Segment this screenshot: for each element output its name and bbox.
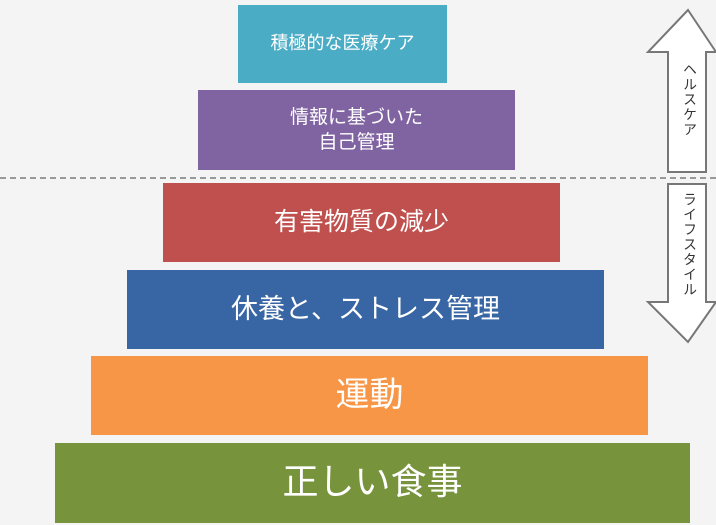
layer-rest-stress: 休養と、ストレス管理 [127, 270, 604, 349]
healthcare-label: ヘルスケア [681, 62, 697, 137]
layer-label: 積極的な医療ケア [270, 33, 415, 55]
layer-label: 情報に基づいた [289, 106, 423, 129]
layer-label: 休養と、ストレス管理 [231, 293, 500, 325]
lifestyle-label: ライフスタイル [681, 192, 697, 297]
layer-label: 有害物質の減少 [273, 207, 449, 237]
layer-reduce-toxins: 有害物質の減少 [163, 183, 560, 262]
layer-informed-self-management: 情報に基づいた自己管理 [198, 90, 515, 170]
layer-label: 自己管理 [318, 131, 395, 153]
layer-active-medical-care: 積極的な医療ケア [238, 5, 447, 83]
up-arrow-icon [645, 8, 716, 173]
layer-label: 運動 [335, 375, 404, 416]
down-arrow-icon [645, 183, 716, 344]
layer-label: 正しい食事 [282, 461, 463, 503]
layer-diet: 正しい食事 [55, 443, 690, 523]
layer-exercise: 運動 [91, 356, 648, 435]
double-arrow-icon [645, 8, 716, 344]
divider-line [0, 177, 716, 179]
